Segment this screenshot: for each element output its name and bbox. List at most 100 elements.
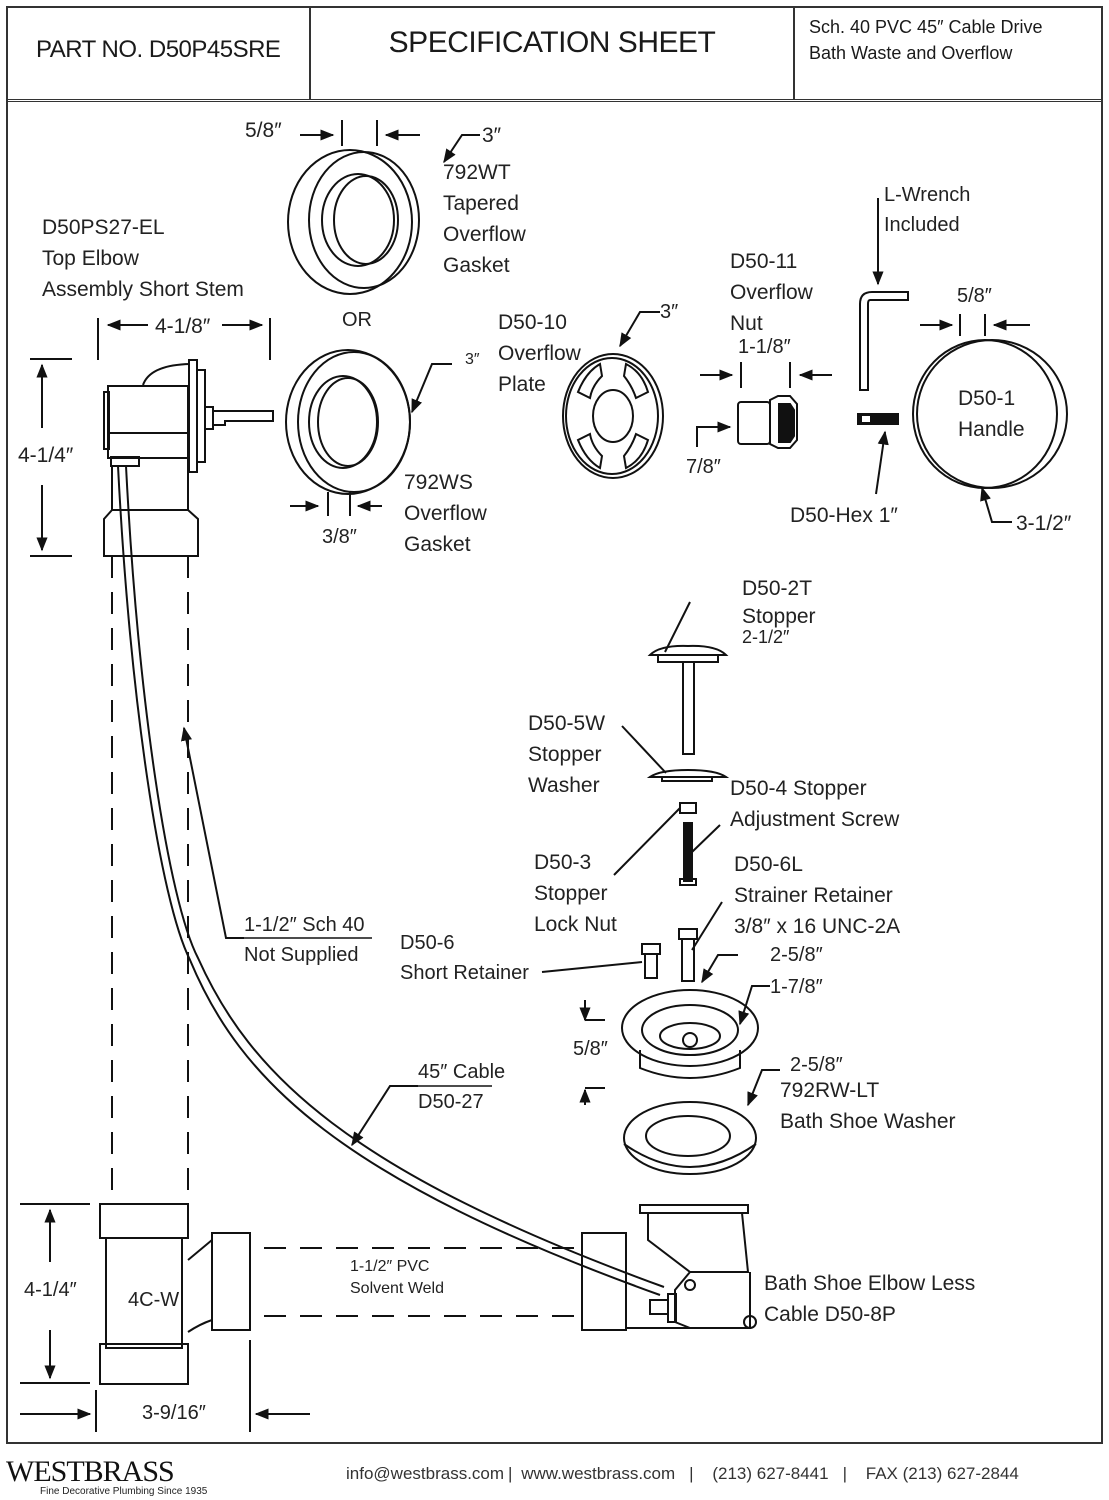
title-cell: SPECIFICATION SHEET: [311, 6, 795, 100]
fax-number: FAX (213) 627-2844: [865, 1464, 1019, 1483]
strainer-outer-diameter: 2-5/8″: [770, 944, 823, 966]
straight-gasket-drawing: [285, 349, 452, 516]
l-wrench-label: L-Wrench Included: [884, 180, 970, 240]
pipe-line1: 1-1/2″ Sch 40: [244, 914, 365, 936]
short-retainer-code: D50-6: [400, 932, 455, 954]
strainer-retainer-line2: Strainer Retainer: [734, 884, 893, 907]
overflow-plate-diameter: 3″: [660, 301, 679, 323]
part-number-cell: PART NO. D50P45SRE: [6, 6, 311, 100]
pvc-label: 1-1/2″ PVC Solvent Weld: [350, 1256, 444, 1300]
handle-code: D50-1: [958, 387, 1016, 410]
handle-line2: Handle: [958, 418, 1025, 441]
shoe-washer-drawing: [623, 1069, 780, 1175]
stopper-washer-line3: Washer: [528, 774, 600, 797]
tapered-gasket-line4: Gasket: [443, 254, 510, 277]
short-retainer-label: D50-6 Short Retainer: [400, 928, 529, 988]
short-retainer-line2: Short Retainer: [400, 962, 529, 984]
title-block: PART NO. D50P45SRE SPECIFICATION SHEET S…: [6, 6, 1103, 102]
description-line-2: Bath Waste and Overflow: [809, 43, 1013, 63]
product-description: Sch. 40 PVC 45″ Cable Drive Bath Waste a…: [809, 14, 1042, 66]
cable-line2: D50-27: [418, 1091, 484, 1113]
handle-label: D50-1 Handle: [958, 383, 1025, 445]
stopper-washer-label: D50-5W Stopper Washer: [528, 708, 605, 801]
contact-info: info@westbrass.com| www.westbrass.com| (…: [346, 1464, 1019, 1483]
overflow-nut-code: D50-11: [730, 250, 798, 273]
or-label: OR: [342, 309, 372, 331]
straight-gasket-line2: Overflow: [404, 502, 487, 525]
strainer-retainer-line3: 3/8″ x 16 UNC-2A: [734, 915, 901, 938]
tee-code: 4C-W: [128, 1289, 180, 1311]
cable-drawing: [117, 465, 665, 1296]
shoe-washer-code: 792RW-LT: [780, 1079, 880, 1102]
top-elbow-label: D50PS27-EL Top Elbow Assembly Short Stem: [42, 212, 244, 305]
pvc-line2: Solvent Weld: [350, 1280, 444, 1297]
l-wrench-line1: L-Wrench: [884, 184, 971, 206]
part-number: PART NO. D50P45SRE: [36, 36, 281, 63]
overflow-nut-diameter: 7/8″: [686, 456, 721, 478]
overflow-nut-drawing: [696, 362, 832, 449]
tapered-gasket-line3: Overflow: [443, 223, 526, 246]
overflow-nut-line3: Nut: [730, 312, 763, 335]
stopper-washer-line2: Stopper: [528, 743, 602, 766]
pipe-label: 1-1/2″ Sch 40 Not Supplied: [244, 910, 365, 970]
website-link[interactable]: www.westbrass.com: [521, 1464, 676, 1483]
tapered-gasket-line2: Tapered: [443, 192, 519, 215]
cable-line1: 45″ Cable: [418, 1061, 506, 1083]
bath-shoe-elbow-drawing: [581, 1204, 757, 1331]
overflow-plate-line3: Plate: [498, 373, 546, 396]
adjustment-screw-label: D50-4 Stopper Adjustment Screw: [730, 773, 899, 835]
straight-gasket-label: 792WS Overflow Gasket: [404, 467, 487, 560]
lock-nut-label: D50-3 Stopper Lock Nut: [534, 847, 617, 940]
top-elbow-width: 4-1/8″: [155, 315, 211, 338]
lock-nut-line2: Stopper: [534, 882, 608, 905]
lock-nut-code: D50-3: [534, 851, 592, 874]
strainer-retainer-code: D50-6L: [734, 853, 803, 876]
phone-number: (213) 627-8441: [712, 1464, 829, 1483]
shoe-washer-diameter: 2-5/8″: [790, 1054, 843, 1076]
email-link[interactable]: info@westbrass.com: [346, 1464, 505, 1483]
brand-logo: WESTBRASS: [6, 1455, 175, 1488]
tapered-gasket-drawing: [287, 120, 480, 295]
overflow-plate-line2: Overflow: [498, 342, 581, 365]
top-elbow-line2: Top Elbow: [42, 247, 139, 270]
handle-drawing: [912, 314, 1068, 523]
description-line-1: Sch. 40 PVC 45″ Cable Drive: [809, 17, 1043, 37]
straight-gasket-thickness: 3/8″: [322, 526, 357, 548]
pipe-line2: Not Supplied: [244, 944, 359, 966]
shoe-washer-line2: Bath Shoe Washer: [780, 1110, 956, 1133]
strainer-inner-diameter: 1-7/8″: [770, 976, 823, 998]
straight-gasket-diameter: 3″: [465, 351, 480, 368]
adjustment-screw-line2: Adjustment Screw: [730, 808, 900, 831]
strainer-drawing: [579, 954, 770, 1105]
overflow-nut-label: D50-11 Overflow Nut: [730, 246, 813, 339]
handle-diameter: 3-1/2″: [1016, 512, 1072, 535]
overflow-plate-label: D50-10 Overflow Plate: [498, 307, 581, 400]
brand-tagline: Fine Decorative Plumbing Since 1935: [40, 1486, 208, 1497]
hex-key-drawing: [857, 413, 899, 495]
bath-shoe-label: Bath Shoe Elbow Less Cable D50-8P: [764, 1268, 975, 1330]
top-elbow-code: D50PS27-EL: [42, 216, 165, 239]
tapered-gasket-code: 792WT: [443, 161, 511, 184]
description-cell: Sch. 40 PVC 45″ Cable Drive Bath Waste a…: [795, 6, 1101, 100]
l-wrench-drawing: [859, 198, 909, 391]
overflow-nut-line2: Overflow: [730, 281, 813, 304]
hex-key-label: D50-Hex 1″: [790, 504, 898, 527]
stopper-size: 2-1/2″: [742, 627, 790, 647]
stopper-code: D50-2T: [742, 577, 813, 600]
l-wrench-line2: Included: [884, 214, 960, 236]
stopper-line2: Stopper: [742, 605, 816, 628]
retainers-drawing: [541, 901, 723, 982]
handle-thickness: 5/8″: [957, 285, 992, 307]
tapered-gasket-diameter: 3″: [482, 124, 502, 147]
straight-gasket-code: 792WS: [404, 471, 473, 494]
cable-label: 45″ Cable D50-27: [418, 1057, 505, 1117]
stopper-label: D50-2T Stopper 2-1/2″: [742, 573, 816, 647]
straight-gasket-line3: Gasket: [404, 533, 471, 556]
adjustment-screw-line1: D50-4 Stopper: [730, 777, 867, 800]
pvc-line1: 1-1/2″ PVC: [350, 1258, 430, 1275]
stopper-drawing: [613, 601, 730, 886]
shoe-washer-label: 792RW-LT Bath Shoe Washer: [780, 1075, 956, 1137]
tapered-gasket-thickness: 5/8″: [245, 119, 282, 142]
overflow-plate-drawing: [562, 311, 664, 479]
overflow-nut-length: 1-1/8″: [738, 336, 791, 358]
